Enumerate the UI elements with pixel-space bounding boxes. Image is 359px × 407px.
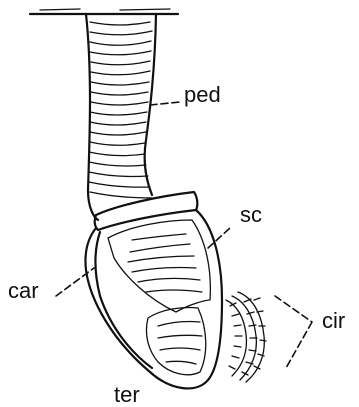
scutum-plate	[108, 220, 210, 312]
label-ped: ped	[184, 84, 221, 106]
leader-ped	[150, 102, 180, 105]
leader-cir	[275, 296, 312, 368]
label-car: car	[8, 280, 39, 302]
label-cir: cir	[322, 310, 345, 332]
scutum-growth-lines	[128, 234, 202, 292]
tergum-growth-lines	[158, 322, 202, 365]
label-sc: sc	[240, 204, 262, 226]
peduncle	[86, 14, 156, 220]
label-ter: ter	[114, 384, 140, 406]
cirri	[226, 292, 266, 382]
tergum-plate	[146, 307, 205, 374]
